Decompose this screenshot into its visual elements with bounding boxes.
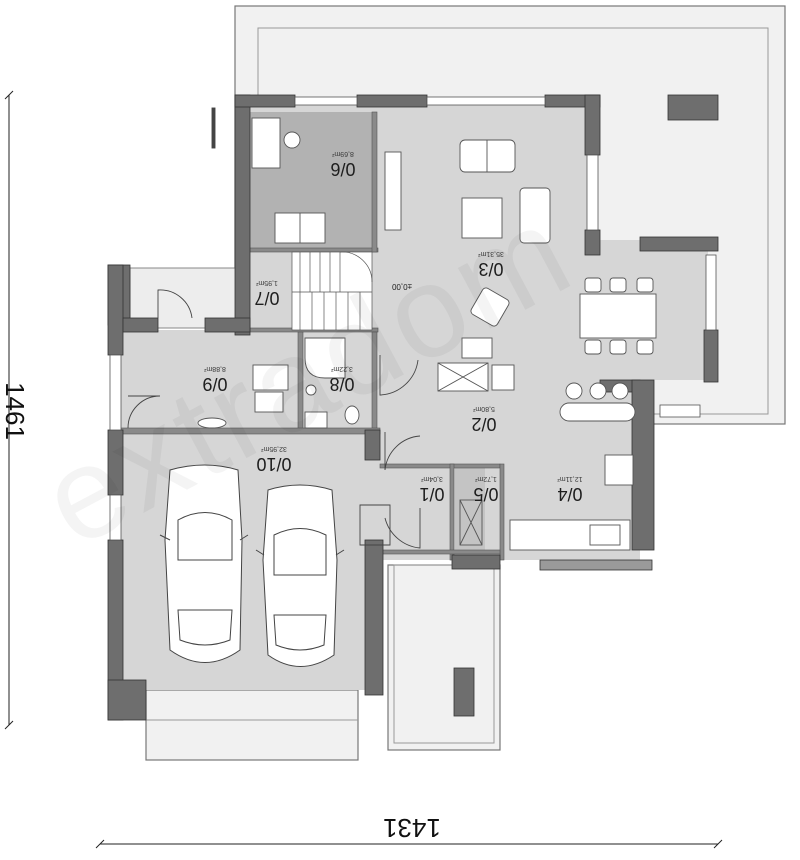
room-label-0-3: 0/3 35,31m²	[466, 250, 516, 279]
room-area: 35,31m²	[478, 250, 504, 257]
room-area: 5,80m²	[473, 405, 495, 412]
room-label-0-1: 0/1 3,04m²	[412, 475, 452, 504]
windows	[109, 96, 717, 541]
room-area: 32,95m²	[261, 445, 287, 452]
room-label-0-10: 0/10 32,95m²	[246, 445, 302, 474]
staircase	[291, 251, 373, 331]
car-left	[159, 464, 249, 663]
room-number: 0/2	[471, 414, 497, 434]
room-number: 0/8	[329, 374, 355, 394]
room-area: 12,11m²	[557, 475, 583, 482]
dimension-lines	[4, 90, 723, 849]
dimension-horizontal-label: 1431	[383, 813, 441, 843]
room-label-0-5: 0/5 1,72m²	[466, 475, 506, 504]
furniture	[197, 117, 657, 551]
room-label-0-6: 0/6 8,69m²	[318, 150, 368, 179]
room-number: 0/1	[419, 484, 445, 504]
dimension-vertical-label: 1461	[0, 382, 30, 440]
room-number: 0/3	[478, 259, 504, 279]
room-label-0-7: 0/7 1,95m²	[247, 279, 287, 308]
doors	[127, 107, 421, 549]
room-number: 0/6	[330, 159, 356, 179]
room-area: 3,04m²	[421, 475, 443, 482]
room-number: 0/9	[202, 374, 228, 394]
room-label-0-4: 0/4 12,11m²	[548, 475, 592, 504]
room-number: 0/10	[256, 454, 292, 474]
room-label-0-9: 0/9 8,88m²	[190, 365, 240, 394]
room-area: 8,69m²	[332, 150, 354, 157]
room-area: 1,72m²	[475, 475, 497, 482]
room-label-0-2: 0/2 5,80m²	[462, 405, 506, 434]
room-area: 3,22m²	[331, 365, 353, 372]
room-label-0-8: 0/8 3,22m²	[320, 365, 364, 394]
level-mark: ±0,00	[392, 282, 412, 291]
entrance-terrace	[145, 564, 501, 761]
car-right	[255, 484, 345, 667]
room-area: 1,95m²	[256, 279, 278, 286]
exterior-walls	[107, 94, 719, 721]
room-number: 0/5	[473, 484, 499, 504]
room-number: 0/7	[254, 288, 280, 308]
room-area: 8,88m²	[204, 365, 226, 372]
room-number: 0/4	[557, 484, 583, 504]
